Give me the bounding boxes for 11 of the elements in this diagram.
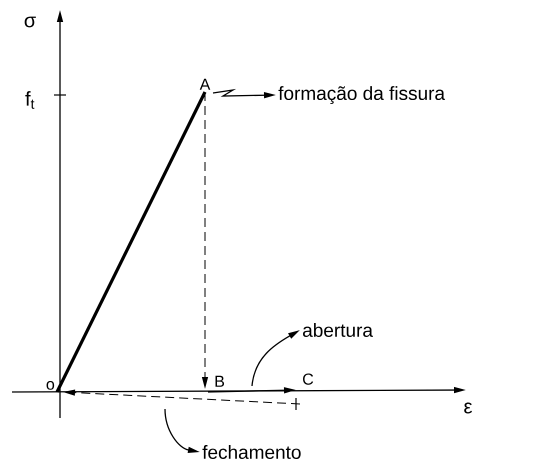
point-label: A bbox=[200, 78, 210, 90]
curve-line bbox=[56, 91, 206, 393]
annotation-text: abertura bbox=[303, 323, 373, 337]
annotation-text: fechamento bbox=[202, 445, 301, 459]
point-label: B bbox=[216, 376, 224, 387]
axis-label: f$_{t}$ bbox=[25, 91, 34, 109]
axis-label: σ bbox=[24, 16, 36, 28]
point-label: C bbox=[303, 373, 314, 385]
point-label: o bbox=[46, 381, 54, 390]
axis-label: ε bbox=[464, 402, 472, 414]
annotation-text: formação da fissura bbox=[278, 86, 446, 104]
